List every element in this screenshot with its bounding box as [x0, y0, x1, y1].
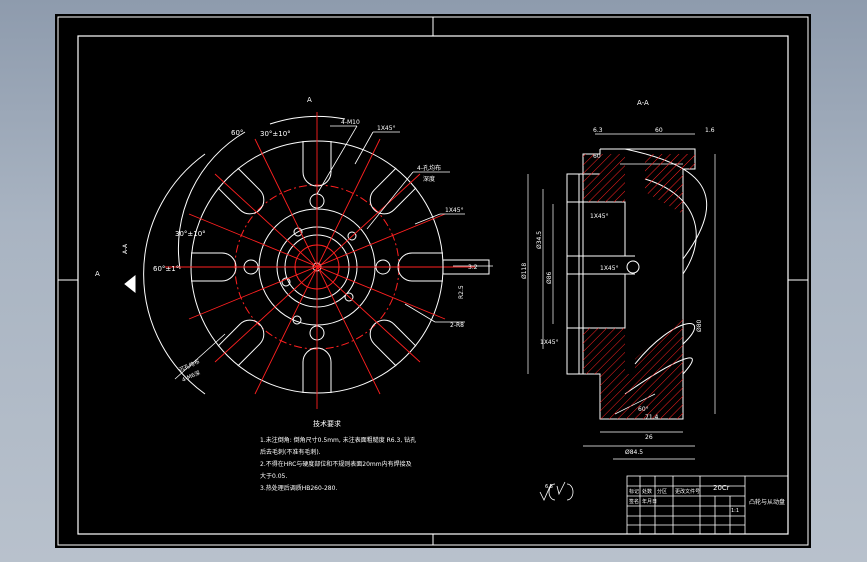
- material: 20Cr: [713, 484, 730, 492]
- note-line-5: 3.热处理后调质HB260-280.: [260, 484, 337, 492]
- center-lines: [165, 112, 475, 409]
- roughness-symbol: [539, 481, 574, 501]
- tb-row-5: 签名: [629, 498, 639, 505]
- roughness-value: 6.3: [545, 484, 553, 490]
- title-block: [626, 475, 789, 535]
- bore-lower: [566, 273, 626, 329]
- chamfer-right: 1X45°: [540, 339, 559, 346]
- cad-viewport[interactable]: A A A-A 60° 30°±10° 30°±10° 60°±1° 4-M10…: [55, 14, 811, 548]
- dim-arc-2: [269, 115, 346, 125]
- dim-bottom-1: 60°: [638, 406, 649, 413]
- tb-row-4: 更改文件号: [675, 488, 700, 495]
- right-view-labels: A-A 6.3 60 1.6 60 Ø34.5 Ø86 Ø118 1X45° 1…: [521, 99, 715, 456]
- section-mark-left: A: [95, 270, 100, 278]
- outer-arc-left: [143, 153, 206, 395]
- left-view: [124, 112, 493, 409]
- view-label: A-A: [637, 99, 649, 107]
- dim-left-1: Ø34.5: [536, 231, 543, 249]
- small-hole-4: [292, 315, 302, 325]
- radial-note-2: 2-R8: [450, 322, 464, 329]
- note-line-3: 2.不得在HRC与硬度部位和不规则表面20mm内有焊接及: [260, 460, 412, 468]
- note-line-2: 后去毛刺(不准有毛刺).: [260, 448, 321, 456]
- section-hatching: [583, 154, 695, 419]
- frame-center-marks: [58, 17, 808, 545]
- rough-b: 1.6: [705, 127, 715, 134]
- dim-bottom-3: 26: [645, 434, 653, 441]
- dim-inner-1: 1X45°: [590, 213, 609, 220]
- dim-left-3: Ø118: [521, 263, 528, 279]
- tb-row-6: 年月日: [642, 498, 657, 505]
- radial-slot: [217, 319, 265, 367]
- chamfer-note-2: 1X45°: [445, 207, 464, 214]
- small-hole-3: [281, 277, 291, 287]
- section-label-vertical: A-A: [122, 243, 129, 254]
- radial-slot: [369, 167, 417, 215]
- section-arrow: [124, 274, 136, 294]
- scale: 1:1: [731, 508, 739, 514]
- part-name: 凸轮与从动盘: [749, 498, 785, 506]
- bore-upper: [566, 201, 626, 257]
- dim-bottom-total: Ø84.5: [625, 449, 643, 456]
- cad-drawing: A A A-A 60° 30°±10° 30°±10° 60°±1° 4-M10…: [57, 16, 809, 546]
- angle-3: 30°±10°: [175, 230, 206, 238]
- hole-note: 4-M10: [341, 119, 360, 126]
- tb-row-1: 标记: [629, 488, 639, 495]
- tb-row-2: 处数: [642, 488, 652, 495]
- dim-left-2: Ø86: [546, 271, 553, 284]
- dimension-lines: [527, 133, 716, 460]
- notes-title: 技术要求: [313, 419, 341, 428]
- dim-base: Ø80: [696, 319, 703, 332]
- dim-bottom-2: 71.4: [645, 414, 659, 421]
- small-hole-1: [293, 227, 303, 237]
- top-dim: 60: [593, 153, 601, 160]
- small-hole-5: [344, 292, 354, 302]
- section-mark-top: A: [307, 96, 312, 104]
- pin-hole: [626, 260, 640, 274]
- small-hole-2: [347, 231, 357, 241]
- rough-a: 6.3: [593, 127, 603, 134]
- chamfer-note-1: 1X45°: [377, 125, 396, 132]
- surface-value: 3.2: [468, 264, 478, 271]
- note-line-1: 1.未注倒角: 倒角尺寸0.5mm, 未注表面粗糙度 R6.3, 钻孔: [260, 436, 416, 444]
- angle-1: 60°: [231, 129, 243, 137]
- leader-lines: [174, 125, 493, 380]
- dim-inner-2: 1X45°: [600, 265, 619, 272]
- side-note-line1: 4-孔均布: [417, 164, 441, 172]
- angle-4: 60°±1°: [153, 265, 179, 273]
- dim-arc-1: [177, 131, 246, 270]
- radial-slot: [369, 319, 417, 367]
- note-line-4: 大于0.05.: [260, 472, 287, 480]
- tb-row-3: 分区: [657, 488, 667, 495]
- left-view-labels: A A A-A 60° 30°±10° 30°±10° 60°±1° 4-M10…: [95, 96, 478, 384]
- side-note-line2: 深度: [423, 175, 435, 183]
- radial-slot: [217, 167, 265, 215]
- top-dim-note: 60: [655, 127, 663, 134]
- technical-notes: 技术要求 1.未注倒角: 倒角尺寸0.5mm, 未注表面粗糙度 R6.3, 钻孔…: [260, 419, 416, 492]
- title-block-text: 20Cr 凸轮与从动盘 1:1 标记 处数 分区 更改文件号 签名 年月日: [629, 484, 785, 514]
- angle-2: 30°±10°: [260, 130, 291, 138]
- radial-note: R2.5: [458, 285, 465, 299]
